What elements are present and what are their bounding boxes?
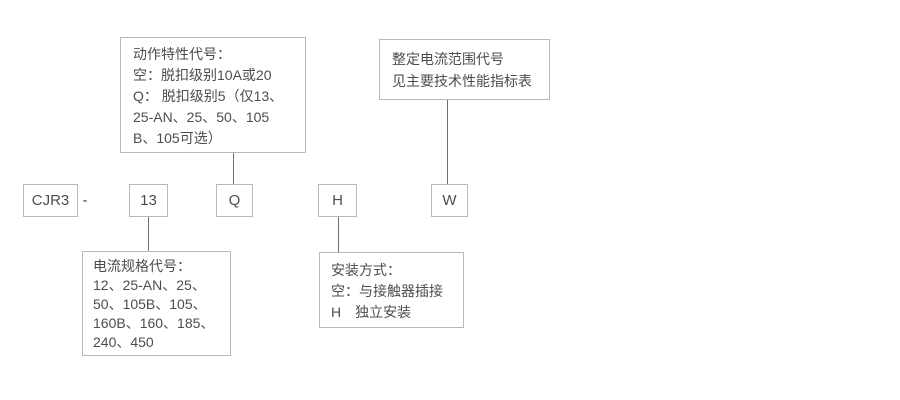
code-box-prefix: CJR3: [23, 184, 78, 217]
code-box-current-spec: 13: [129, 184, 168, 217]
connector-range-to-code-w: [447, 100, 448, 184]
callout-current-spec: 电流规格代号： 12、25-AN、25、 50、105B、105、 160B、1…: [82, 251, 231, 356]
callout-text-line: 安装方式：: [331, 262, 401, 278]
callout-text-line: 见主要技术性能指标表: [392, 73, 532, 89]
code-box-current-range: W: [431, 184, 468, 217]
callout-text-line: Q： 脱扣级别5（仅13、: [133, 88, 284, 104]
callout-text-line: 50、105B、105、: [93, 296, 207, 312]
callout-action-characteristic: 动作特性代号： 空：脱扣级别10A或20 Q： 脱扣级别5（仅13、 25-AN…: [120, 37, 306, 153]
callout-mounting-type: 安装方式： 空：与接触器插接 H 独立安装: [319, 252, 464, 328]
callout-text-line: 240、450: [93, 334, 154, 350]
connector-code-h-to-mounting: [338, 217, 339, 252]
connector-code-13-to-current-spec: [148, 217, 149, 251]
callout-text-line: 电流规格代号：: [93, 258, 191, 274]
code-box-action-characteristic: Q: [216, 184, 253, 217]
callout-text-line: 动作特性代号：: [133, 46, 231, 62]
callout-text-line: 整定电流范围代号: [392, 51, 504, 67]
code-separator-dash: -: [82, 192, 88, 209]
connector-action-to-code-q: [233, 153, 234, 184]
callout-text-line: 空：与接触器插接: [331, 283, 443, 299]
callout-setting-current-range: 整定电流范围代号 见主要技术性能指标表: [379, 39, 550, 100]
callout-text-line: 25-AN、25、50、105: [133, 109, 270, 125]
callout-text-line: 空：脱扣级别10A或20: [133, 67, 272, 83]
callout-text-line: B、105可选）: [133, 130, 222, 146]
callout-text-line: H 独立安装: [331, 304, 412, 320]
code-box-mounting: H: [318, 184, 357, 217]
callout-text-line: 160B、160、185、: [93, 315, 215, 331]
callout-text-line: 12、25-AN、25、: [93, 277, 206, 293]
